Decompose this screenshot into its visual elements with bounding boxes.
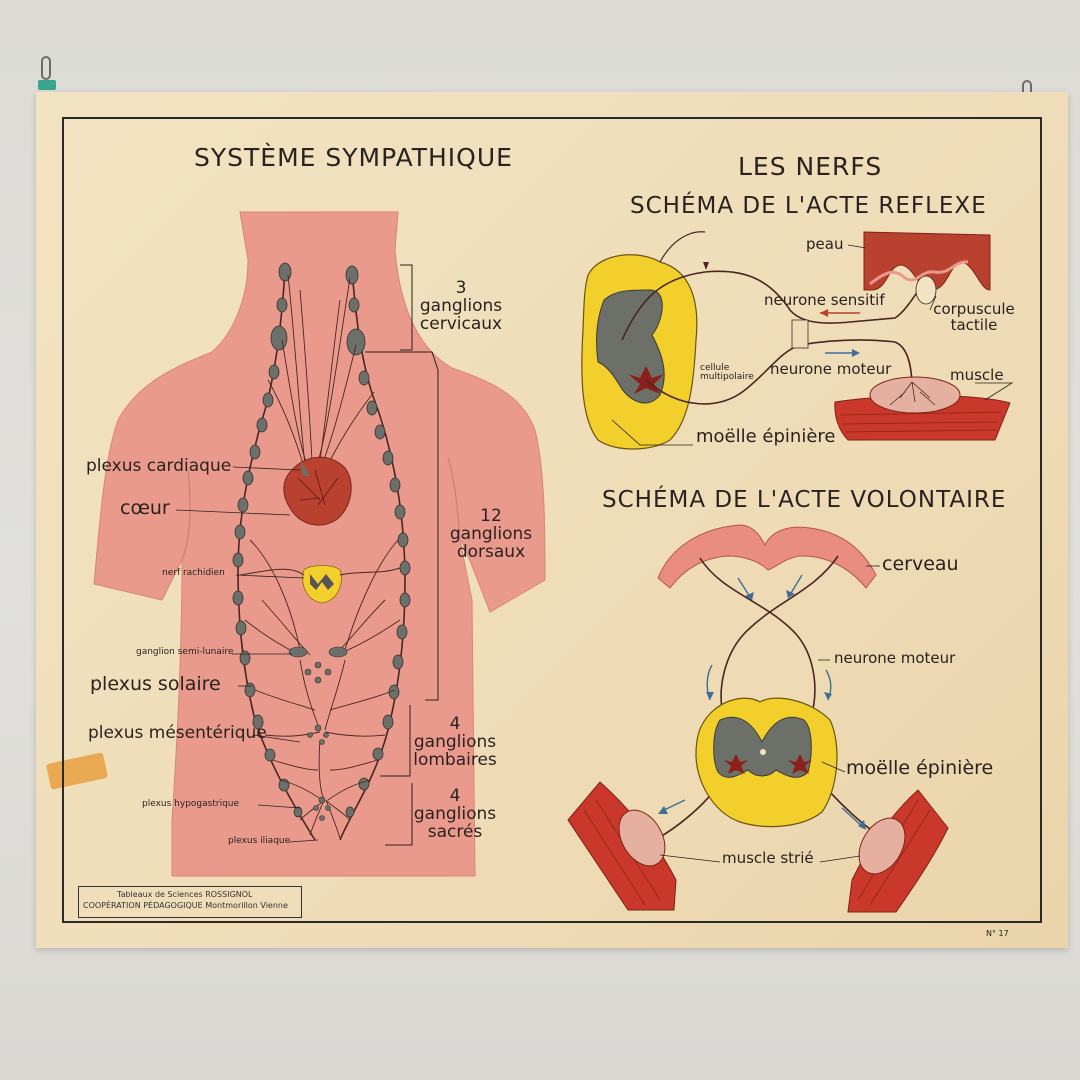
nerve-sheath (791, 319, 809, 349)
left-leader-lines (175, 466, 319, 843)
arm-crease-left (181, 469, 191, 561)
plexus-iliaque-label: plexus iliaque (228, 836, 291, 846)
heart (283, 456, 352, 526)
cervical-text-2: cervicaux (419, 313, 503, 334)
plexus-hypogastrique-label: plexus hypogastrique (142, 799, 240, 809)
ganglion-brackets (365, 264, 439, 846)
dorsal-count: 12 (480, 506, 502, 526)
arm-crease-right (447, 457, 461, 541)
lumbar-ganglia-label: 4 ganglions lombaires (412, 714, 498, 770)
poster-border (62, 117, 1042, 923)
voluntary-moelle-label: moëlle épinière (846, 757, 994, 779)
plexus-cardiaque-label: plexus cardiaque (86, 456, 232, 476)
tactile-corpuscle (915, 275, 937, 305)
cellule-multipolaire-label: cellule multipolaire (700, 363, 754, 383)
cervical-count: 3 (455, 278, 467, 298)
reflex-moelle-label: moëlle épinière (696, 426, 836, 447)
muscle-label: muscle (950, 366, 1004, 384)
plexus-nodes (288, 646, 348, 821)
corpuscule-line-2: tactile (950, 315, 998, 334)
sacral-text-2: sacrés (427, 821, 483, 842)
corpuscule-tactile-label: corpuscule tactile (928, 300, 1020, 334)
sheet-number: N° 17 (986, 929, 1009, 938)
cervical-ganglia-label: 3 ganglions cervicaux (418, 278, 504, 334)
reflex-title: SCHÉMA DE L'ACTE REFLEXE (630, 193, 987, 219)
dorsal-ganglia-label: 12 ganglions dorsaux (448, 506, 534, 562)
cerveau-label: cerveau (882, 553, 959, 575)
cellule-line-2: multipolaire (700, 372, 754, 383)
cardiac-nerves (267, 274, 375, 471)
cardiac-ganglion (300, 460, 310, 476)
voluntary-leader-lines (659, 565, 880, 863)
torso-spinal-section (239, 565, 401, 604)
voluntary-spinal-cord (695, 697, 838, 828)
dorsal-text-1: ganglions (449, 523, 533, 544)
left-title: SYSTÈME SYMPATHIQUE (194, 143, 513, 172)
corpuscule-line-1: corpuscule (933, 300, 1015, 318)
left-motor-end-plate (618, 809, 666, 867)
right-title: LES NERFS (738, 152, 883, 181)
voluntary-neurone-moteur-label: neurone moteur (834, 649, 956, 667)
dorsal-root-ganglion (703, 262, 709, 270)
left-striated-muscle (567, 781, 677, 911)
publisher-credit: Tableaux de Sciences ROSSIGNOL COOPÉRATI… (78, 886, 302, 918)
lumbar-text-2: lombaires (413, 749, 497, 770)
sacral-ganglia-label: 4 ganglions sacrés (412, 786, 498, 842)
reflex-leader-lines (611, 244, 1014, 446)
dorsal-text-2: dorsaux (456, 541, 526, 562)
motor-end-plate (869, 376, 961, 414)
plexus-solaire-label: plexus solaire (90, 673, 221, 695)
credit-line-2: COOPÉRATION PÉDAGOGIQUE Montmorillon Vie… (83, 900, 288, 910)
left-binder-clip (31, 56, 57, 96)
sacral-count: 4 (449, 786, 461, 806)
coeur-label: cœur (120, 497, 170, 519)
lumbar-count: 4 (449, 714, 461, 734)
nerf-rachidien-label: nerf rachidien (162, 568, 225, 578)
brain-cortex (657, 524, 877, 589)
torso-silhouette (93, 211, 546, 877)
neurone-sensitif-label: neurone sensitif (764, 291, 885, 309)
credit-line-1: Tableaux de Sciences ROSSIGNOL (117, 890, 253, 899)
muscle-strie-label: muscle strié (722, 849, 814, 867)
cervical-text-1: ganglions (419, 295, 503, 316)
right-motor-end-plate (858, 817, 906, 875)
sacral-text-1: ganglions (413, 803, 497, 824)
cellule-line-1: cellule (700, 363, 730, 373)
plexus-mesenterique-label: plexus mésentérique (88, 723, 267, 743)
lumbar-text-1: ganglions (413, 731, 497, 752)
reflex-neurone-moteur-label: neurone moteur (770, 360, 892, 378)
ganglion-semi-lunaire-label: ganglion semi-lunaire (136, 647, 234, 657)
peau-label: peau (806, 235, 844, 253)
voluntary-title: SCHÉMA DE L'ACTE VOLONTAIRE (602, 487, 1007, 513)
reflex-spinal-cord (581, 231, 706, 450)
